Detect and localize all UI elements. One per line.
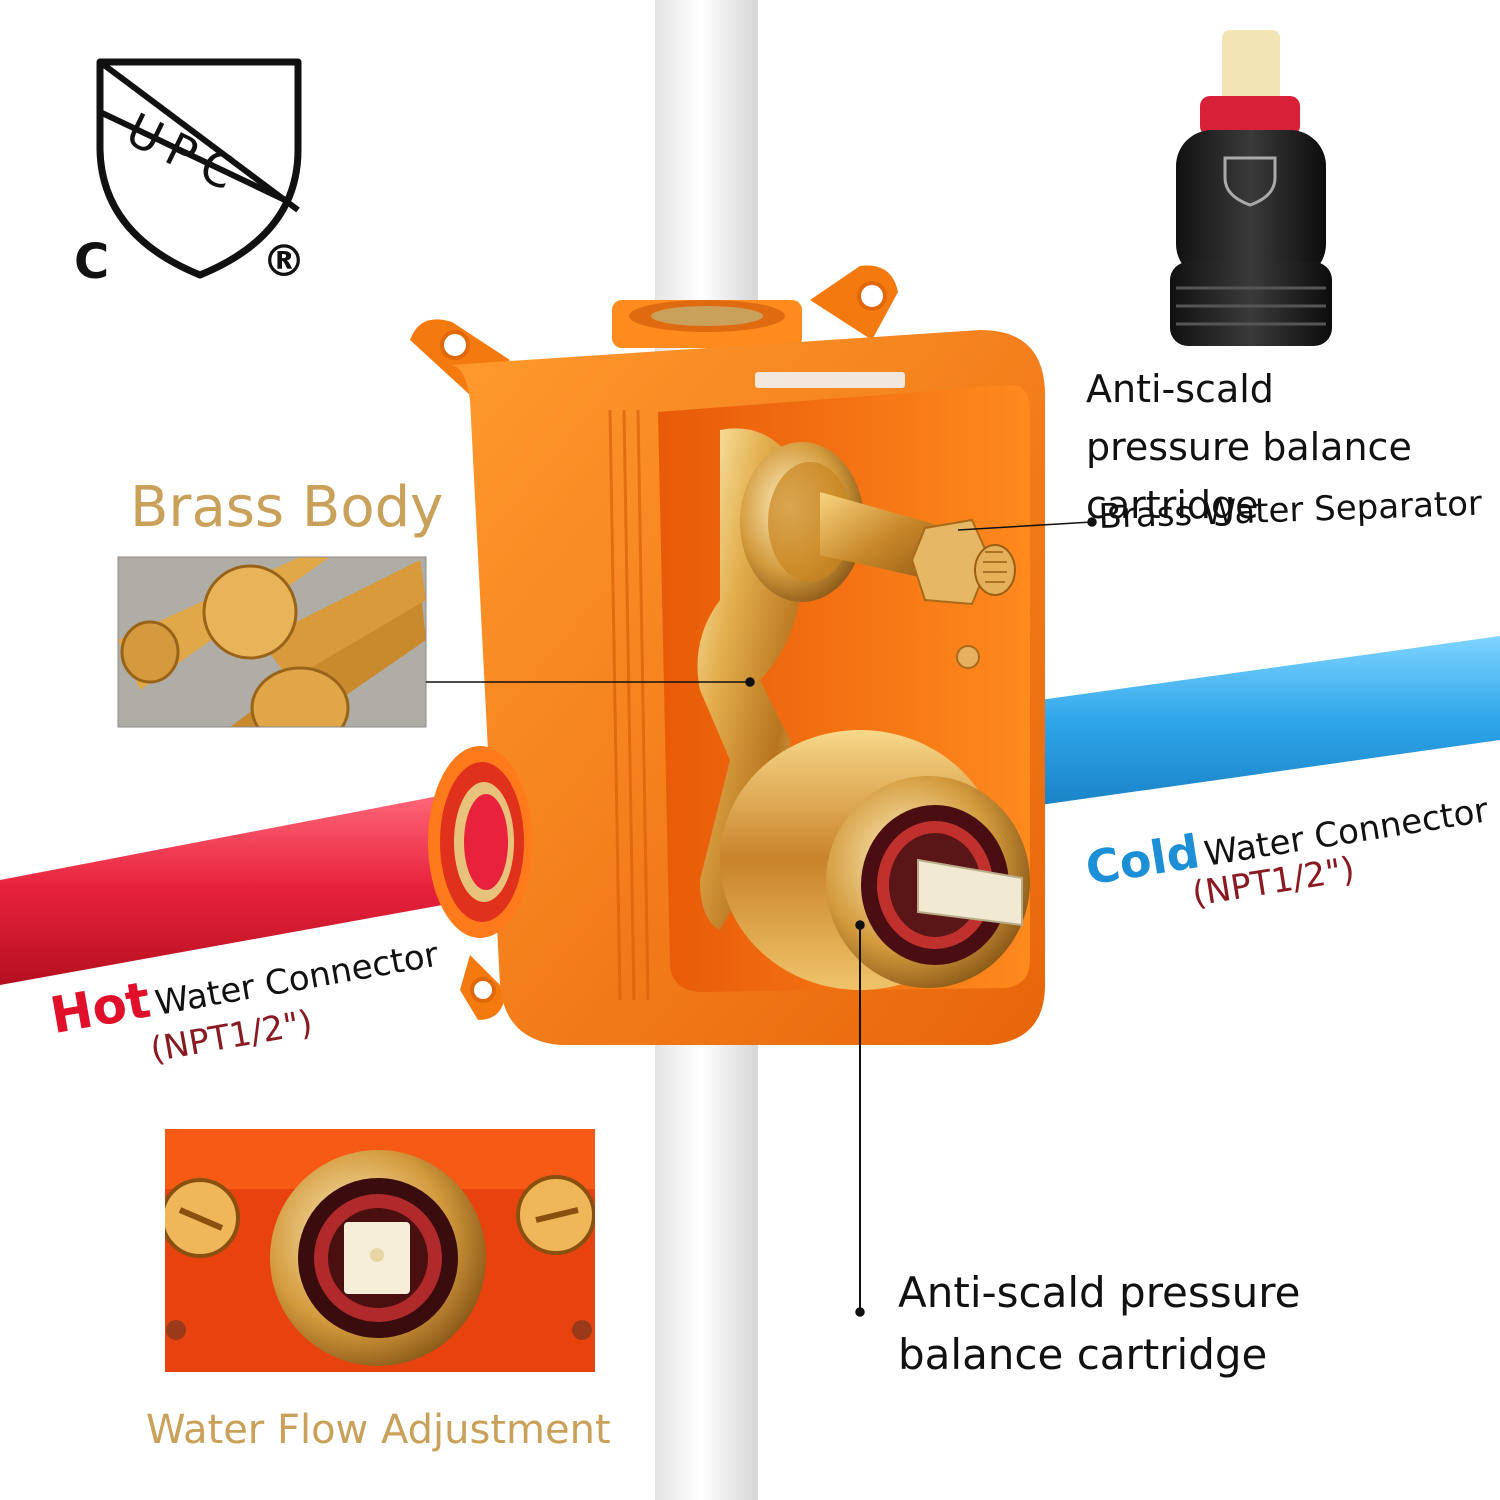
cartridge-top-label: Anti-scald pressure balance cartridge [1086,367,1412,527]
brass-body-label: Brass Body [130,475,444,540]
cartridge-photo [1170,30,1332,346]
flow-adjustment-label: Water Flow Adjustment [146,1407,611,1453]
upc-registered-symbol: ® [262,236,306,287]
cartridge-bottom-label: Anti-scald pressure balance cartridge [898,1268,1301,1379]
leader-lines [426,517,1097,1317]
flow-adjustment-photo [165,1129,595,1372]
hot-water-pipe [0,790,470,985]
upc-c-letter: C [74,234,110,290]
brass-valve-body [697,428,1030,990]
brass-rods-photo [118,557,426,727]
upc-shield-icon [96,58,302,279]
cold-water-pipe [1040,636,1500,805]
